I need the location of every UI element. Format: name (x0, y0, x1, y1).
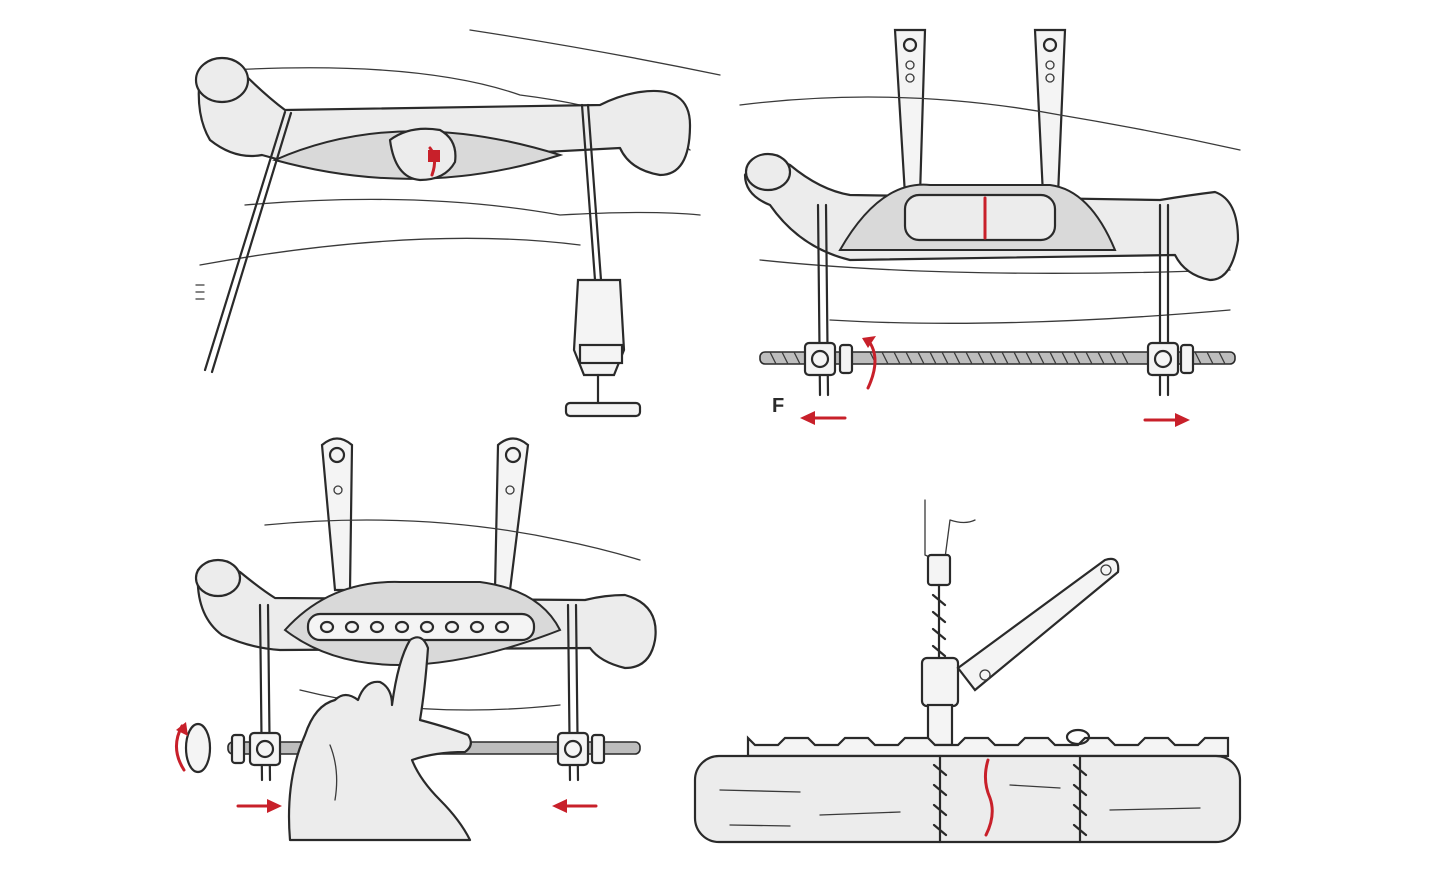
femoral-head (744, 152, 792, 192)
clamp-left (248, 731, 282, 767)
drill-guide (920, 656, 960, 708)
retractor-right (1033, 28, 1067, 197)
screw-left (932, 754, 948, 844)
bone-plate (746, 735, 1230, 758)
nut-right (1179, 343, 1195, 375)
femoral-head (194, 56, 250, 104)
drill-bit (931, 583, 947, 662)
bone-shaft (693, 754, 1242, 844)
nut-right (590, 733, 606, 765)
pin-right (580, 103, 597, 282)
syringe-handle (564, 401, 642, 418)
guide-handle (956, 557, 1120, 692)
nut-left (838, 343, 854, 375)
panel-top-right: F (739, 28, 1241, 427)
drill-chuck (926, 553, 952, 587)
label-f: F (772, 395, 784, 417)
bone-fragment (388, 127, 457, 182)
retractor-right (493, 437, 530, 592)
clamp-right (1146, 341, 1180, 377)
threaded-rod (759, 351, 1236, 365)
panel-top-left (194, 29, 721, 418)
pin-left (203, 110, 287, 372)
clamp-left (803, 341, 837, 377)
panel-bottom-left (175, 437, 657, 842)
retractor-left (893, 28, 927, 197)
retractor-left (320, 437, 354, 592)
drill-body (924, 499, 976, 560)
femoral-head (194, 558, 242, 598)
bone-shaft (903, 193, 1057, 242)
nut-left (230, 733, 246, 765)
screw-right (1072, 754, 1088, 844)
panel-bottom-right (693, 499, 1242, 844)
tension-knob (184, 722, 212, 774)
fracture-line (983, 758, 994, 837)
hand (287, 636, 472, 842)
screw-head (1065, 728, 1091, 746)
plate-holes (319, 620, 510, 634)
clamp-right (556, 731, 590, 767)
